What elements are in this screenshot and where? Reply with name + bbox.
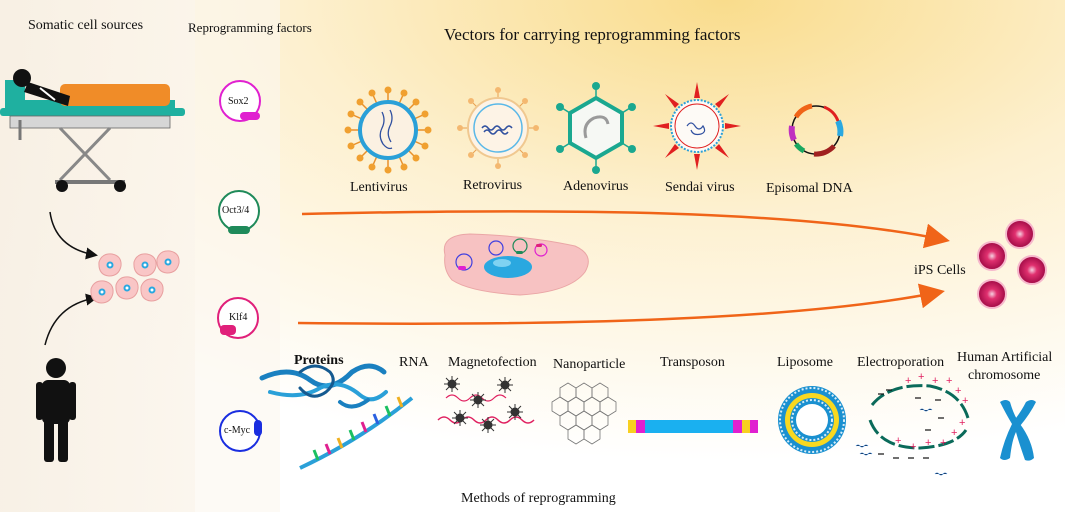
svg-text:+: + xyxy=(932,375,938,387)
vector-label-retrovirus: Retrovirus xyxy=(463,178,523,193)
method-label-nanoparticle: Nanoparticle xyxy=(553,357,626,372)
svg-text:+: + xyxy=(895,435,901,447)
ips-cells-label: iPS Cells xyxy=(914,263,966,278)
methods-footer: Methods of reprogramming xyxy=(461,491,616,506)
vectors-title: Vectors for carrying reprogramming facto… xyxy=(444,25,741,44)
svg-text:+: + xyxy=(962,395,968,407)
reprogramming-factors-heading: Reprogramming factors xyxy=(188,20,312,35)
plasmid-klf4-icon xyxy=(217,297,259,339)
vector-label-adenovirus: Adenovirus xyxy=(563,179,629,194)
hospital-bed-icon xyxy=(0,69,185,192)
svg-text:+: + xyxy=(951,427,957,439)
svg-text:+: + xyxy=(925,437,931,449)
factor-label-cmyc: c-Myc xyxy=(224,425,251,436)
method-label-rna: RNA xyxy=(399,355,429,370)
svg-text:+: + xyxy=(946,375,952,387)
retrovirus-icon xyxy=(457,87,539,169)
person-icon xyxy=(36,358,76,462)
svg-text:+: + xyxy=(905,375,911,387)
plasmid-cmyc-icon xyxy=(219,410,262,452)
sendai-virus-icon xyxy=(653,82,741,170)
svg-text:+: + xyxy=(959,417,965,429)
svg-text:+: + xyxy=(955,385,961,397)
somatic-cell-sources-heading: Somatic cell sources xyxy=(28,18,144,33)
rna-strand-icon xyxy=(299,396,414,470)
liposome-icon xyxy=(778,386,846,454)
vector-label-lentivirus: Lentivirus xyxy=(350,180,408,195)
vector-label-sendai-virus: Sendai virus xyxy=(665,180,735,195)
episomal-dna-icon xyxy=(788,103,844,157)
factor-label-sox2: Sox2 xyxy=(228,96,249,107)
method-label-magnetofection: Magnetofection xyxy=(448,355,537,370)
svg-text:+: + xyxy=(910,441,916,453)
somatic-cells-icon xyxy=(90,250,180,304)
method-label-human-artificial: Human Artificial xyxy=(957,350,1053,365)
electroporation-icon: ++++++ ++++++ xyxy=(855,371,970,476)
plasmid-oct34-icon xyxy=(218,190,260,234)
vector-label-episomal-dna: Episomal DNA xyxy=(766,181,853,196)
host-cell-icon xyxy=(443,233,589,296)
adenovirus-icon xyxy=(556,82,636,174)
factor-label-oct34: Oct3/4 xyxy=(222,205,250,216)
lentivirus-icon xyxy=(344,86,432,174)
method-label-transposon: Transposon xyxy=(660,355,725,370)
method-label-liposome: Liposome xyxy=(777,355,833,370)
factor-label-klf4: Klf4 xyxy=(229,312,248,323)
method-label-proteins: Proteins xyxy=(294,353,344,368)
method-label-chromosome: chromosome xyxy=(968,368,1041,383)
ips-cells-icon xyxy=(977,219,1047,309)
transposon-icon xyxy=(628,420,758,433)
protein-structure-icon xyxy=(259,363,388,409)
method-label-electroporation: Electroporation xyxy=(857,355,945,370)
svg-text:+: + xyxy=(918,371,924,383)
svg-text:+: + xyxy=(940,437,946,449)
chromosome-icon xyxy=(1000,400,1036,461)
magnetofection-icon xyxy=(437,376,535,433)
plasmid-sox2-icon xyxy=(219,80,261,122)
nanoparticle-icon xyxy=(551,382,617,445)
